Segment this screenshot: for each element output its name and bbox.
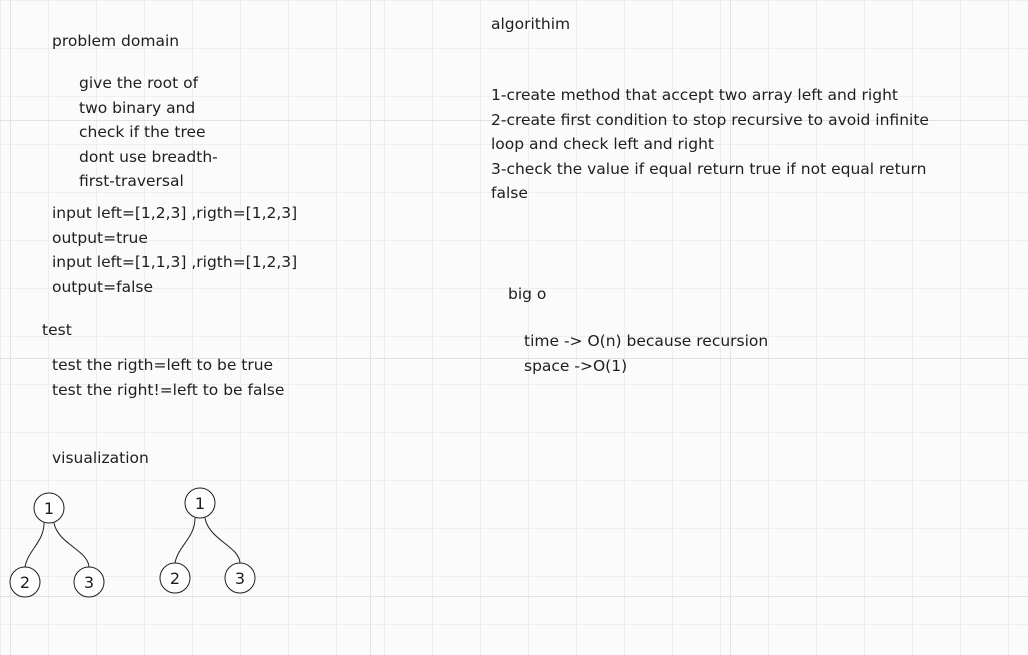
grid-line [0, 358, 1028, 359]
tree-2: 1 2 3 [159, 487, 256, 594]
problem-description-line: check if the tree [79, 123, 206, 141]
problem-examples: input left=[1,2,3] ,rigth=[1,2,3] output… [52, 201, 297, 299]
tree-edge-left [24, 522, 45, 568]
grid-line [370, 0, 371, 655]
problem-description-line: dont use breadth- [79, 147, 218, 166]
big-o-line: time -> O(n) because recursion [524, 332, 769, 350]
grid-line [10, 0, 11, 655]
algorithm-step-line: loop and check left and right [491, 135, 714, 153]
svg-text:2: 2 [20, 573, 30, 592]
test-case-line: test the right!=left to be false [52, 380, 285, 399]
tree-node-root: 1 [33, 492, 65, 524]
algorithm-step-line: 3-check the value if equal return true i… [491, 159, 927, 178]
tree-edge-left [174, 517, 196, 564]
tree-node-left: 2 [9, 566, 41, 598]
big-o-heading: big o [508, 285, 547, 303]
tree-1: 1 2 3 [9, 492, 105, 598]
algorithm-step-line: 2-create first condition to stop recursi… [491, 110, 929, 129]
algorithm-step-line: false [491, 184, 528, 202]
problem-description: give the root of two binary and check if… [79, 71, 218, 194]
svg-text:3: 3 [84, 573, 94, 592]
problem-description-line: first-traversal [79, 172, 184, 190]
problem-description-line: give the root of [79, 74, 199, 92]
svg-text:2: 2 [170, 569, 180, 588]
algorithm-heading: algorithim [491, 15, 571, 33]
problem-domain-heading: problem domain [52, 32, 180, 50]
algorithm-steps: 1-create method that accept two array le… [491, 83, 929, 206]
big-o-lines: time -> O(n) because recursion space ->O… [524, 329, 768, 378]
visualization-heading: visualization [52, 449, 149, 467]
tree-node-right: 3 [224, 562, 256, 594]
big-o-line: space ->O(1) [524, 356, 628, 375]
example-line: input left=[1,1,3] ,rigth=[1,2,3] [52, 253, 298, 271]
tree-node-left: 2 [159, 562, 191, 594]
grid-line [730, 0, 731, 655]
algorithm-step-line: 1-create method that accept two array le… [491, 86, 898, 104]
problem-description-line: two binary and [79, 98, 196, 117]
test-case-line: test the rigth=left to be true [52, 356, 274, 374]
test-cases: test the rigth=left to be true test the … [52, 353, 284, 402]
tree-node-root: 1 [184, 487, 216, 519]
svg-text:1: 1 [195, 494, 205, 513]
svg-text:3: 3 [235, 569, 245, 588]
example-line: input left=[1,2,3] ,rigth=[1,2,3] [52, 204, 298, 222]
example-line: output=false [52, 277, 153, 296]
tree-edge-right [53, 522, 90, 568]
svg-text:1: 1 [44, 499, 54, 518]
tree-edge-right [204, 517, 241, 564]
tree-node-right: 3 [73, 566, 105, 598]
grid-line [0, 120, 1028, 121]
grid-line [0, 596, 1028, 597]
test-heading: test [42, 321, 72, 339]
example-line: output=true [52, 228, 148, 247]
